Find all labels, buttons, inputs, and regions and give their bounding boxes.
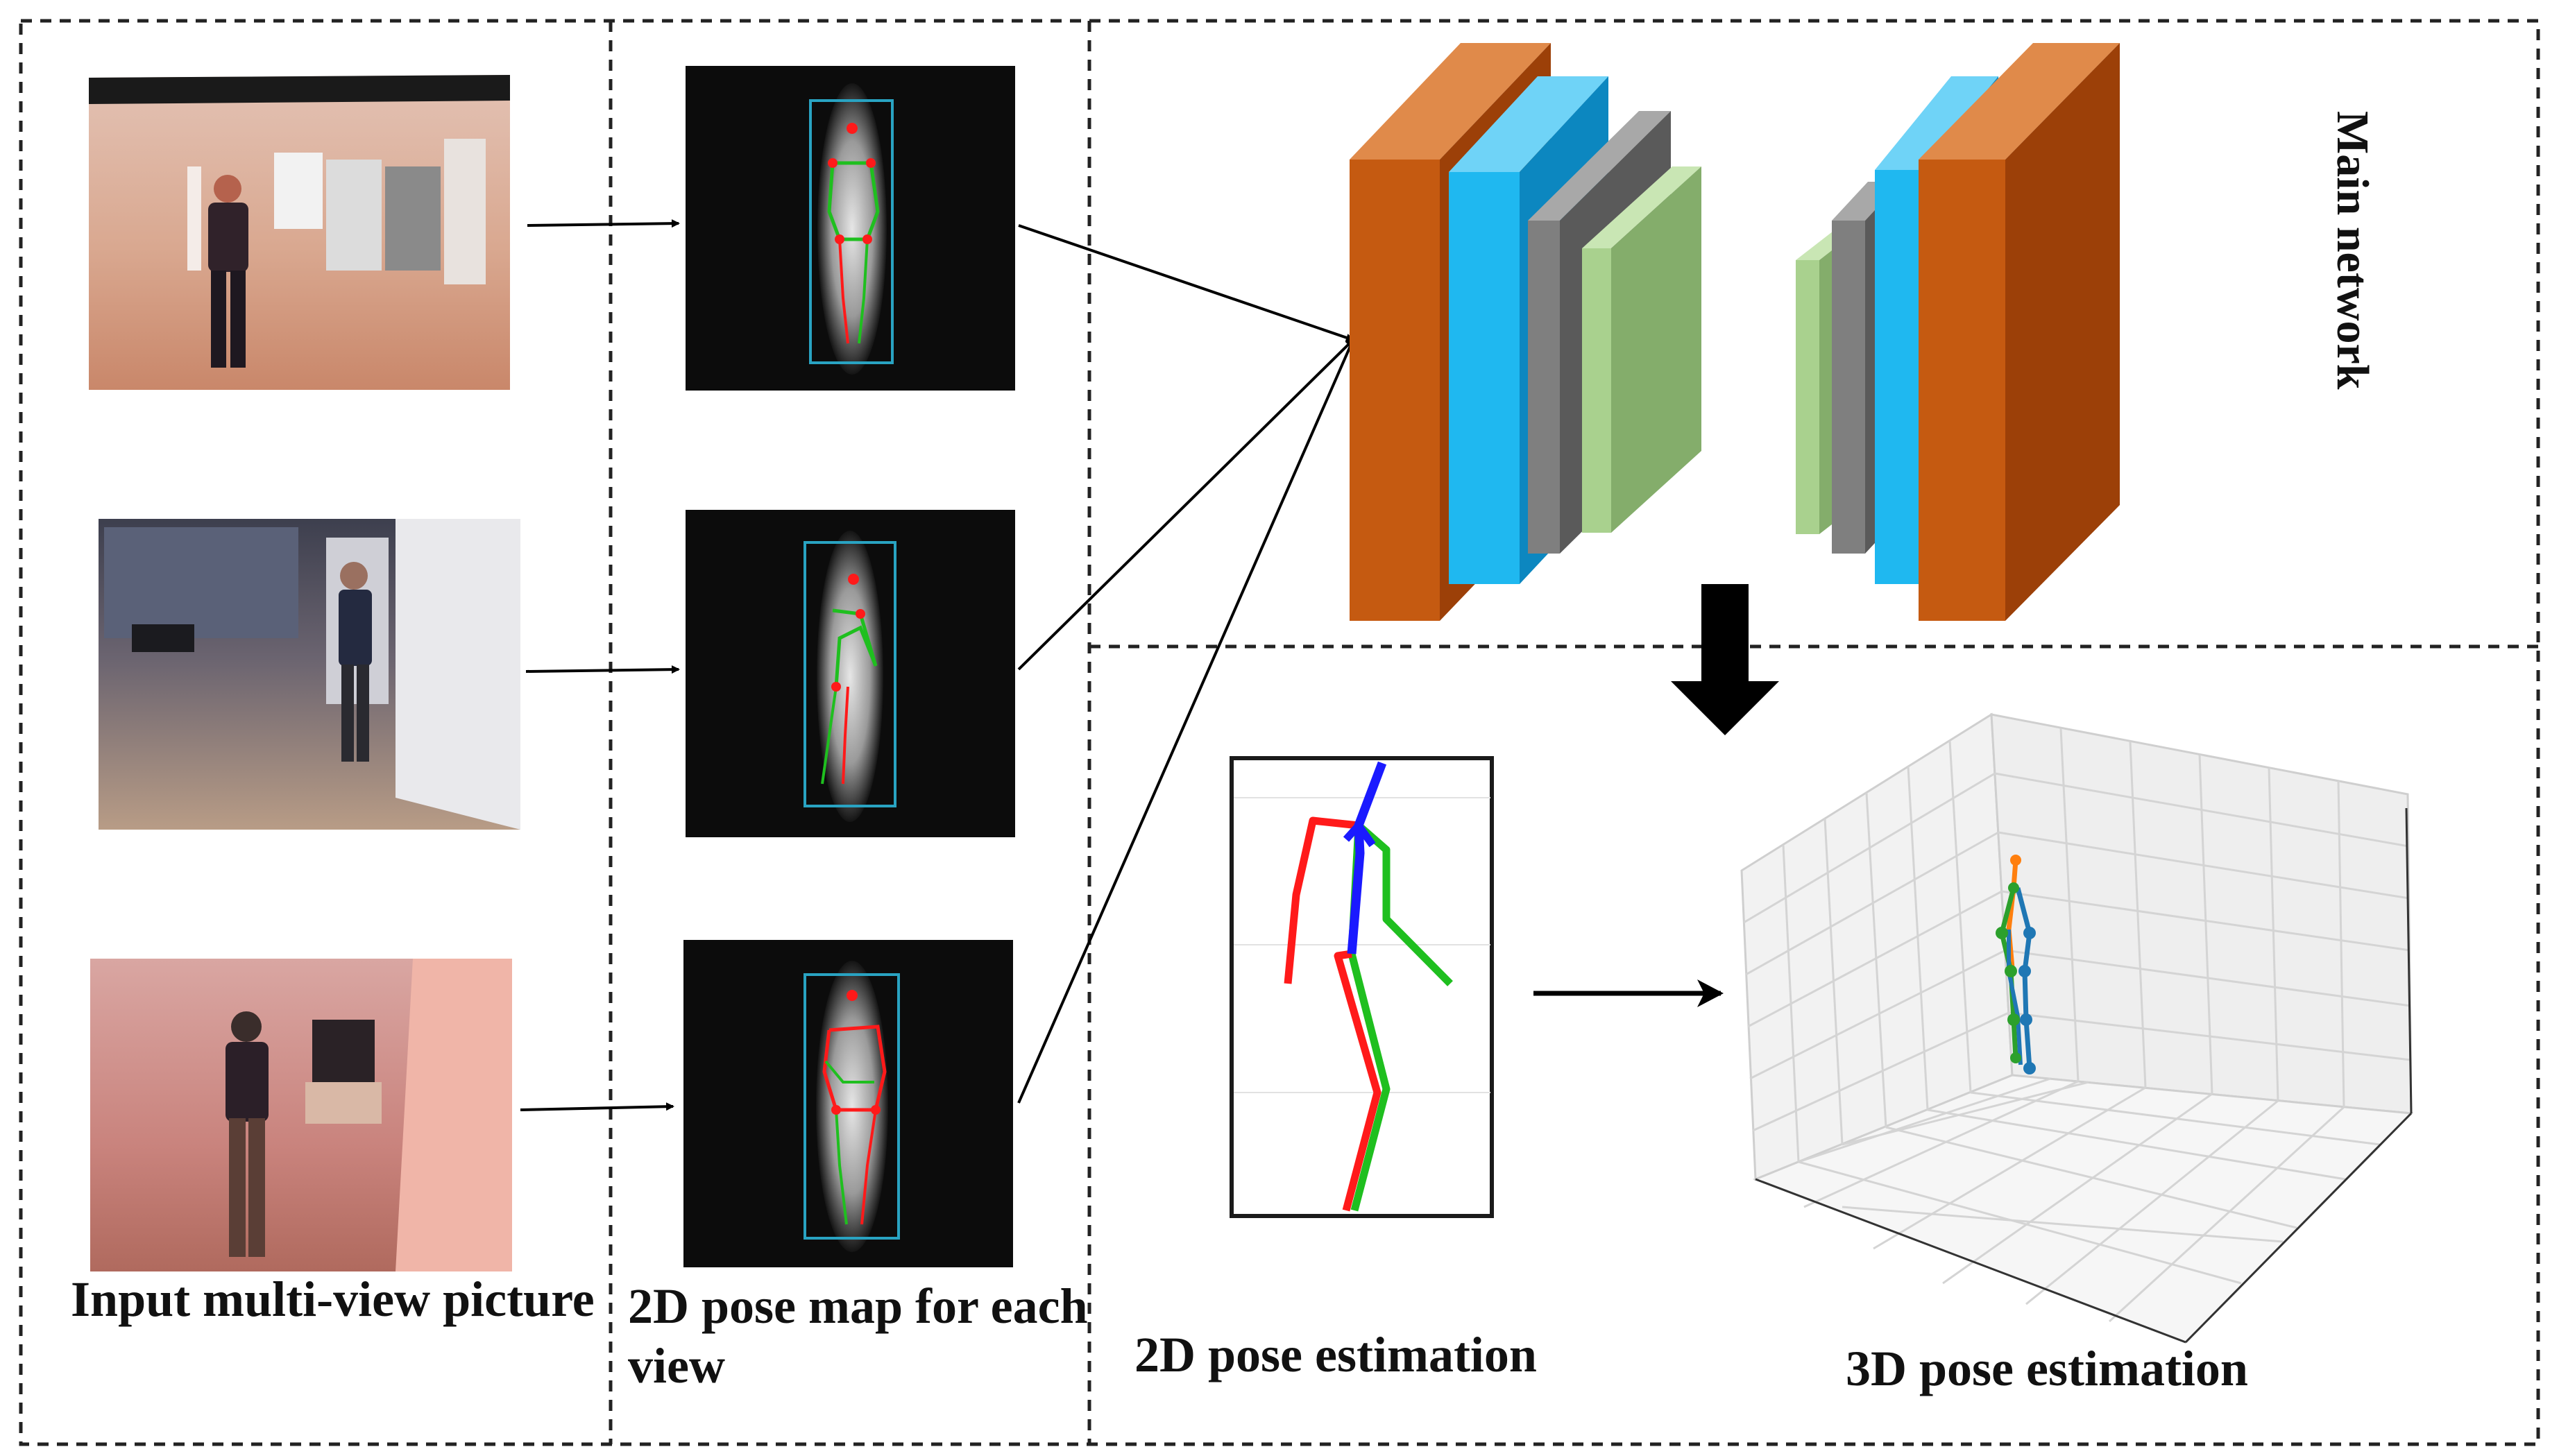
input-photo-2 — [99, 519, 520, 830]
pose-2d-estimation-plot — [1230, 756, 1494, 1218]
arrows-input-to-posemap — [520, 219, 680, 1111]
main-network-encoder — [1350, 43, 1701, 621]
panel-frames — [19, 19, 2540, 1446]
pose-map-view-2 — [686, 510, 1015, 837]
label-3d-pose-estimation: 3D pose estimation — [1846, 1341, 2248, 1396]
label-2d-pose-map: 2D pose map for each view — [628, 1278, 1088, 1394]
arrow-right-icon — [1017, 339, 1354, 671]
input-photo-3 — [90, 959, 512, 1271]
arrow-right-icon — [525, 665, 680, 674]
orange-block-2 — [1919, 43, 2120, 621]
input-photo-1 — [89, 75, 510, 390]
arrow-right-icon — [1018, 224, 1354, 342]
arrows-posemap-to-network — [1017, 224, 1354, 1104]
arrow-down-icon — [1671, 584, 1779, 735]
main-network-decoder — [1796, 43, 2120, 621]
pose-map-view-1 — [686, 66, 1015, 391]
label-input-multi-view: Input multi-view picture — [71, 1271, 595, 1327]
arrow-right-icon — [527, 219, 680, 228]
pose-3d-estimation-plot — [1740, 712, 2414, 1344]
label-main-network: Main network — [2327, 111, 2378, 390]
pose-map-view-3 — [683, 940, 1013, 1267]
arrow-right-icon — [520, 1102, 674, 1111]
arrow-right-icon — [1017, 339, 1354, 1104]
label-2d-pose-estimation: 2D pose estimation — [1134, 1327, 1537, 1382]
green-block-1 — [1582, 166, 1701, 533]
outer-frame — [19, 19, 2540, 1446]
